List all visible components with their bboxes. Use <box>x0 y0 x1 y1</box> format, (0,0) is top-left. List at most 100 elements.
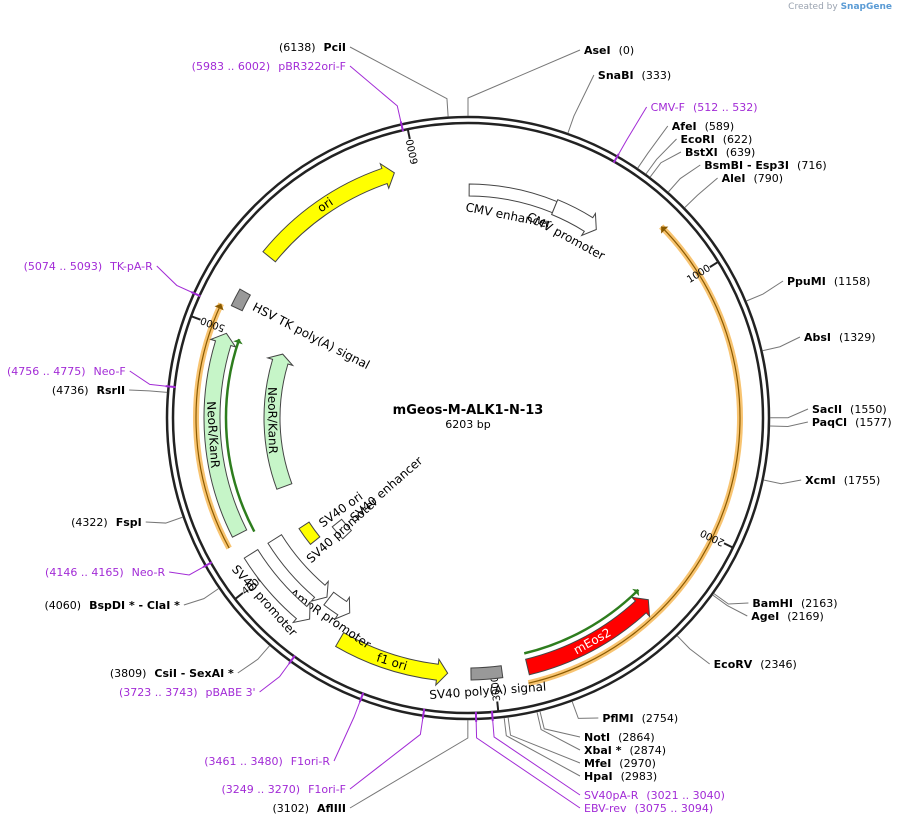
site-pbr322ori-f[interactable]: (5983 .. 6002)pBR322ori-F <box>192 60 405 132</box>
site-name-tk-pa-r: TK-pA-R <box>109 260 153 273</box>
site-pbabe-3[interactable]: (3723 .. 3743)pBABE 3' <box>119 655 296 699</box>
site-f1ori-r[interactable]: (3461 .. 3480)F1ori-R <box>204 692 365 768</box>
site-bspdi-clai[interactable]: (4060)BspDI * - ClaI * <box>45 588 220 612</box>
site-leader-sv40pa-r <box>492 718 581 796</box>
site-label-bamhi: BamHI(2163) <box>752 597 837 610</box>
site-label-ppumi: PpuMI(1158) <box>787 275 870 288</box>
site-xcmi[interactable]: XcmI(1755) <box>763 474 881 487</box>
orf-layer <box>224 338 640 655</box>
site-bsmbi-esp3i[interactable]: BsmBI - Esp3I(716) <box>667 159 827 193</box>
feature-ampr-promoter[interactable] <box>323 591 351 621</box>
site-label-f1ori-r: (3461 .. 3480)F1ori-R <box>204 755 330 768</box>
site-label-pbr322ori-f: (5983 .. 6002)pBR322ori-F <box>192 60 346 73</box>
site-pos-pcii: (6138) <box>279 41 316 54</box>
site-alei[interactable]: AleI (790) <box>684 172 783 208</box>
site-asei[interactable]: AseI(0) <box>467 44 634 116</box>
site-afliii[interactable]: (3102)AflIII <box>272 719 469 815</box>
feature-sv40-promoter-outer[interactable] <box>243 548 311 624</box>
site-label-ecori: EcoRI(622) <box>681 133 753 146</box>
plasmid-size: 6203 bp <box>445 418 490 431</box>
orf-neo <box>224 338 256 533</box>
site-pos-bamhi: (2163) <box>801 597 838 610</box>
feature-hsv-tk-polya[interactable] <box>230 288 252 312</box>
primer-mark-f1ori-f <box>421 708 426 719</box>
site-bstxi[interactable]: BstXI(639) <box>649 146 755 178</box>
site-hpai[interactable]: HpaI(2983) <box>503 717 658 783</box>
site-name-ppumi: PpuMI <box>787 275 826 288</box>
site-pos-hpai: (2983) <box>621 770 658 783</box>
site-leader-asei <box>467 49 581 116</box>
backbone-outer-circle <box>165 115 771 721</box>
feature-neor-kanr-outer[interactable] <box>203 332 248 538</box>
site-sacii[interactable]: SacII(1550) <box>769 403 887 419</box>
tick-label-6000: 6000 <box>405 138 421 165</box>
site-pos-pflmi: (2754) <box>642 712 679 725</box>
site-name-mfei: MfeI <box>584 757 611 770</box>
site-pos-alei: (790) <box>753 172 783 185</box>
site-pos-noti: (2864) <box>618 731 655 744</box>
site-cmv-f[interactable]: CMV-F(512 .. 532) <box>612 101 758 164</box>
credit-brand: SnapGene <box>840 2 892 12</box>
site-label-bspdi-clai: (4060)BspDI * - ClaI * <box>45 599 181 612</box>
plasmid-name: mGeos-M-ALK1-N-13 <box>393 403 544 418</box>
site-pflmi[interactable]: PflMI(2754) <box>571 701 679 725</box>
site-ebv-rev[interactable]: EBV-rev(3075 .. 3094) <box>474 711 713 815</box>
site-sv40pa-r[interactable]: SV40pA-R(3021 .. 3040) <box>490 710 725 802</box>
site-mfei[interactable]: MfeI(2970) <box>507 717 656 770</box>
site-leader-noti <box>539 711 581 738</box>
site-noti[interactable]: NotI(2864) <box>539 711 655 744</box>
site-snabi[interactable]: SnaBI(333) <box>567 69 671 134</box>
feature-sv40-polya[interactable] <box>470 665 504 681</box>
feature-sv40-promoter-inner[interactable] <box>267 534 329 603</box>
feature-sv40-enhancer[interactable] <box>331 518 353 540</box>
site-csii-sexai[interactable]: (3809)CsiI - SexAI * <box>110 645 271 680</box>
site-absi[interactable]: AbsI(1329) <box>762 331 876 352</box>
site-bamhi[interactable]: BamHI(2163) <box>713 593 838 610</box>
site-name-pbr322ori-f: pBR322ori-F <box>278 60 346 73</box>
site-name-ecori: EcoRI <box>681 133 715 146</box>
orange-arc-left-head <box>214 303 224 311</box>
site-agei[interactable]: AgeI(2169) <box>712 594 824 623</box>
site-ecori[interactable]: EcoRI(622) <box>645 133 753 175</box>
site-label-absi: AbsI(1329) <box>804 331 876 344</box>
site-neo-f[interactable]: (4756 .. 4775)Neo-F <box>7 365 176 389</box>
site-pos-sv40pa-r: (3021 .. 3040) <box>646 789 725 802</box>
feature-cmv-promoter[interactable] <box>550 199 597 237</box>
site-tk-pa-r[interactable]: (5074 .. 5093)TK-pA-R <box>24 260 201 298</box>
site-fspi[interactable]: (4322)FspI <box>71 516 183 529</box>
site-afei[interactable]: AfeI(589) <box>637 120 735 169</box>
tick-5000 <box>190 315 201 321</box>
site-leader-fspi <box>145 516 183 524</box>
site-leader-bstxi <box>649 151 682 178</box>
site-label-bsmbi-esp3i: BsmBI - Esp3I(716) <box>704 159 826 172</box>
site-pcii[interactable]: (6138) PciI <box>279 41 449 117</box>
site-name-neo-f: Neo-F <box>94 365 126 378</box>
feature-mEos2[interactable] <box>525 596 651 676</box>
site-leader-xbai <box>536 711 581 751</box>
site-name-alei: AleI <box>722 172 746 185</box>
feature-label-neor-kanr-outer: NeoR/KanR <box>204 401 222 469</box>
site-f1ori-f[interactable]: (3249 .. 3270)F1ori-F <box>222 708 426 796</box>
feature-ori[interactable] <box>262 162 395 263</box>
site-pos-csii-sexai: (3809) <box>110 667 147 680</box>
feature-f1-ori[interactable] <box>334 631 449 687</box>
site-label-asei: AseI(0) <box>584 44 634 57</box>
orange-arc-right-head <box>661 226 669 234</box>
site-rsrii[interactable]: (4736)RsrII <box>52 384 168 397</box>
feature-sv40-ori[interactable] <box>298 521 321 546</box>
site-neo-r[interactable]: (4146 .. 4165)Neo-R <box>45 561 213 579</box>
site-xbai[interactable]: XbaI *(2874) <box>536 711 666 757</box>
site-label-csii-sexai: (3809)CsiI - SexAI * <box>110 667 234 680</box>
site-ecorv[interactable]: EcoRV(2346) <box>676 635 797 671</box>
site-label-afliii: (3102)AflIII <box>272 802 346 815</box>
feature-neor-kanr-inner[interactable] <box>263 353 295 490</box>
site-ppumi[interactable]: PpuMI(1158) <box>746 275 870 302</box>
site-name-pcii: PciI <box>324 41 346 54</box>
site-label-snabi: SnaBI(333) <box>598 69 671 82</box>
site-leader-rsrii <box>129 389 168 393</box>
site-leader-pcii <box>349 46 449 117</box>
tick-label-2000: 2000 <box>699 527 727 548</box>
site-paqci[interactable]: PaqCI(1577) <box>769 416 892 429</box>
